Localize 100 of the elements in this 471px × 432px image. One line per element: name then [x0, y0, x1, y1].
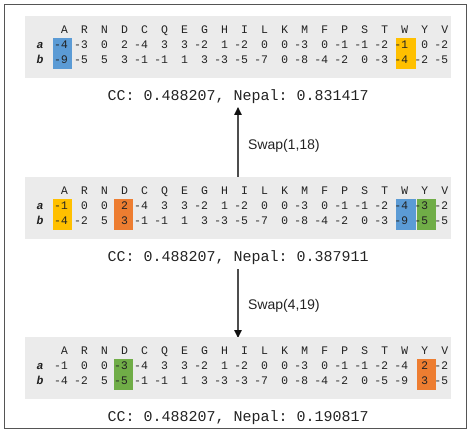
row-label: b — [35, 214, 44, 229]
table-value: 0 — [80, 199, 89, 214]
table-value: -7 — [253, 53, 269, 68]
table-value: -4 — [393, 53, 410, 68]
column-header: I — [240, 23, 249, 38]
table-value: 5 — [100, 214, 109, 229]
score-caption: CC: 0.488207, Nepal: 0.831417 — [107, 88, 369, 105]
column-header: V — [440, 344, 450, 359]
table-value: 1 — [180, 374, 189, 389]
table-value: 0 — [280, 53, 289, 68]
column-header: K — [280, 344, 289, 359]
table-value: -8 — [293, 374, 309, 389]
score-caption: CC: 0.488207, Nepal: 0.190817 — [107, 409, 369, 426]
table-value: -9 — [393, 214, 410, 229]
table-value: 0 — [100, 359, 109, 374]
table-value: -5 — [433, 374, 450, 389]
column-header: Y — [420, 23, 430, 38]
table-value: 3 — [160, 359, 169, 374]
column-header: M — [300, 344, 309, 359]
table-value: 0 — [360, 214, 370, 229]
table-value: -2 — [373, 199, 390, 214]
table-value: -4 — [313, 374, 329, 389]
table-value: 0 — [360, 374, 370, 389]
column-header: R — [80, 344, 89, 359]
table-value: -3 — [213, 53, 229, 68]
table-value: -2 — [413, 53, 430, 68]
column-header: D — [120, 184, 129, 199]
table-value: -3 — [293, 199, 309, 214]
column-header: Y — [420, 184, 430, 199]
column-header: W — [400, 344, 410, 359]
column-header: R — [80, 23, 89, 38]
table-value: 0 — [100, 38, 109, 53]
table-value: -2 — [373, 38, 390, 53]
table-value: 0 — [100, 199, 109, 214]
table-value: -9 — [393, 374, 410, 389]
table-value: 3 — [200, 214, 209, 229]
table-value: 0 — [280, 199, 289, 214]
table-value: -2 — [333, 214, 350, 229]
table-value: -4 — [313, 53, 329, 68]
table-value: 0 — [260, 199, 269, 214]
row-label: a — [35, 359, 44, 374]
table-value: -4 — [393, 199, 410, 214]
table-value: 3 — [160, 199, 169, 214]
edge-label: Swap(4,19) — [248, 295, 320, 314]
table-value: -2 — [433, 359, 450, 374]
table-value: -3 — [113, 359, 129, 374]
table-value: -4 — [52, 374, 69, 389]
table-value: -3 — [213, 214, 229, 229]
table-value: 0 — [320, 199, 329, 214]
table-value: -2 — [433, 38, 450, 53]
table-value: -2 — [233, 38, 249, 53]
table-value: -4 — [133, 38, 149, 53]
table-value: 3 — [180, 38, 189, 53]
table-value: 1 — [220, 359, 229, 374]
column-header: S — [360, 23, 370, 38]
table-value: -8 — [293, 53, 309, 68]
table-value: 0 — [320, 38, 329, 53]
column-header: M — [300, 23, 309, 38]
table-value: 5 — [100, 53, 109, 68]
table-value: -4 — [133, 359, 149, 374]
table-value: -3 — [373, 214, 390, 229]
column-header: Y — [420, 344, 430, 359]
column-header: A — [60, 344, 69, 359]
table-value: -5 — [233, 214, 249, 229]
table-value: -2 — [373, 359, 390, 374]
column-header: Q — [160, 344, 169, 359]
column-header: G — [200, 23, 209, 38]
column-header: T — [380, 344, 390, 359]
table-value: -2 — [233, 359, 249, 374]
table-value: -4 — [52, 214, 69, 229]
table-value: -2 — [193, 199, 209, 214]
column-header: C — [140, 184, 149, 199]
table-value: 5 — [100, 374, 109, 389]
table-value: 2 — [120, 38, 129, 53]
table-value: -1 — [153, 374, 169, 389]
table-value: -3 — [293, 359, 309, 374]
table-value: 1 — [180, 53, 189, 68]
table-value: -8 — [293, 214, 309, 229]
table-value: -2 — [333, 53, 350, 68]
column-header: N — [100, 23, 109, 38]
column-header: Q — [160, 23, 169, 38]
column-header: V — [440, 23, 450, 38]
column-header: I — [240, 344, 249, 359]
table-value: -5 — [113, 374, 129, 389]
table-value: -9 — [52, 53, 69, 68]
table-value: 1 — [220, 38, 229, 53]
column-header: L — [260, 23, 269, 38]
column-header: A — [60, 184, 69, 199]
table-value: -1 — [153, 214, 169, 229]
column-header: G — [200, 344, 209, 359]
table-value: -5 — [433, 214, 450, 229]
table-value: -1 — [393, 38, 410, 53]
column-header: F — [320, 344, 329, 359]
table-value: 0 — [80, 359, 89, 374]
table-value: -4 — [393, 359, 410, 374]
table-value: -2 — [73, 214, 89, 229]
table-value: -4 — [313, 214, 329, 229]
row-label: b — [35, 53, 44, 68]
table-value: -3 — [293, 38, 309, 53]
table-value: -5 — [73, 53, 89, 68]
